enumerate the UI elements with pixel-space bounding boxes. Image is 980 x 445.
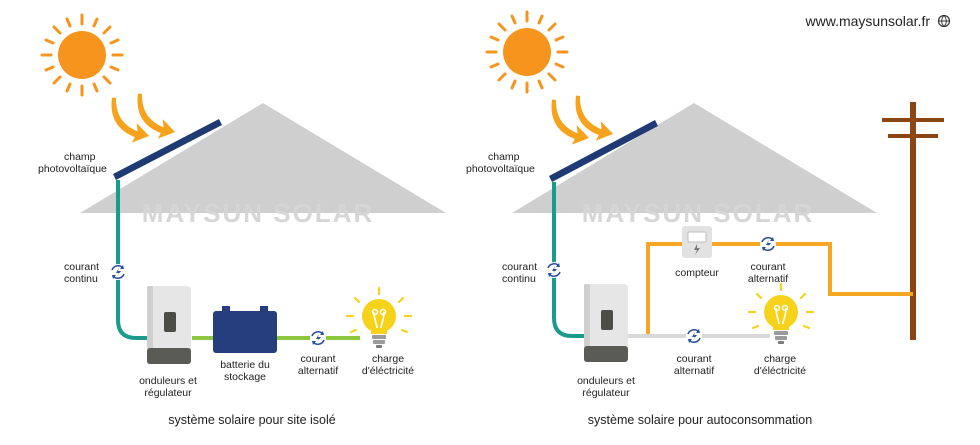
meter-icon <box>682 226 712 258</box>
dc-wire <box>552 182 584 338</box>
watermark: MAYSUN SOLAR <box>582 198 815 228</box>
ac-cycle-icon <box>309 329 327 347</box>
utility-pole-icon <box>882 102 944 340</box>
ac-cycle-icon <box>759 235 777 253</box>
dc-cycle-icon <box>545 261 563 279</box>
ac-wire <box>646 242 913 336</box>
right-caption: système solaire pour autoconsommation <box>588 413 812 427</box>
website-url: www.maysunsolar.fr <box>805 13 931 29</box>
sun-icon <box>485 10 569 94</box>
inverter-icon <box>147 286 191 364</box>
left-caption: système solaire pour site isolé <box>168 413 335 427</box>
meter-label: compteur <box>675 267 719 279</box>
globe-icon <box>937 14 951 28</box>
dc-wire <box>116 180 150 340</box>
house-roof <box>512 103 877 213</box>
watermark: MAYSUN SOLAR <box>142 198 375 228</box>
sun-icon <box>40 13 124 97</box>
solar-panel-icon <box>113 119 222 180</box>
inverter-icon <box>584 284 628 362</box>
dc-cycle-icon <box>109 263 127 281</box>
house-roof <box>80 103 446 213</box>
ac-cycle-icon <box>685 327 703 345</box>
battery-icon <box>213 306 277 353</box>
solar-panel-icon <box>549 120 658 182</box>
